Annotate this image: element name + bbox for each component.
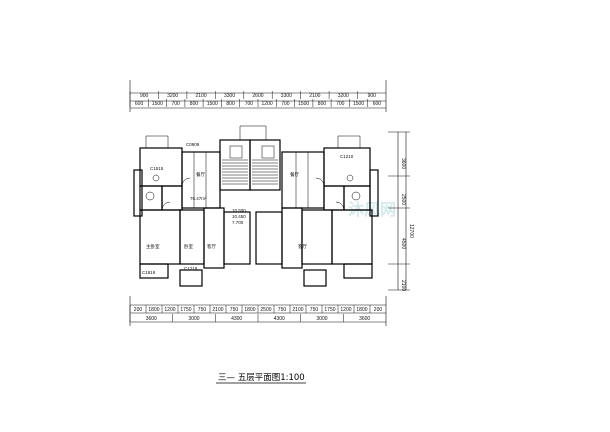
top-inner-dim-6: 700 <box>245 101 254 107</box>
bottom-inner-dim-14: 1800 <box>356 307 367 313</box>
label-center-level: 7.700 <box>232 220 244 225</box>
bottom-inner-dim-8: 2500 <box>260 307 271 313</box>
label-left-master-bed: 主卧室 <box>146 243 160 250</box>
drawing-caption: 三— 五层平面图1:100 <box>218 373 305 383</box>
top-inner-dim-11: 700 <box>336 101 345 107</box>
bottom-outer-dim-2: 4300 <box>231 316 242 322</box>
right-dimensions <box>388 131 410 291</box>
bottom-inner-dim-3: 1750 <box>180 307 191 313</box>
label-left-living: 客厅 <box>207 243 216 250</box>
top-inner-dim-13: 600 <box>373 101 382 107</box>
top-inner-dim-8: 700 <box>281 101 290 107</box>
label-center-area-2: 10.450 <box>232 214 246 219</box>
bottom-inner-dim-6: 750 <box>230 307 239 313</box>
top-outer-dim-3: 3300 <box>224 93 235 99</box>
label-left-window-c1219: C1219 <box>184 266 198 271</box>
top-inner-dim-10: 800 <box>318 101 327 107</box>
bottom-inner-dim-11: 750 <box>310 307 319 313</box>
top-inner-dim-3: 800 <box>190 101 199 107</box>
top-outer-dim-7: 3200 <box>338 93 349 99</box>
bottom-outer-dim-0: 3600 <box>146 316 157 322</box>
bottom-inner-dim-4: 750 <box>198 307 207 313</box>
right-dim-total: 12700 <box>408 224 414 238</box>
top-inner-dim-2: 700 <box>172 101 181 107</box>
bottom-inner-dim-9: 750 <box>278 307 287 313</box>
top-outer-dim-2: 2100 <box>196 93 207 99</box>
right-dim-2: 2500 <box>400 194 406 205</box>
bottom-outer-dim-5: 3600 <box>359 316 370 322</box>
top-outer-dim-1: 3200 <box>167 93 178 99</box>
label-right-living: 客厅 <box>298 243 307 250</box>
top-outer-dim-4: 2600 <box>252 93 263 99</box>
bottom-inner-dim-0: 200 <box>134 307 143 313</box>
label-left-dining: 餐厅 <box>196 171 205 178</box>
right-dim-3: 4500 <box>400 238 406 249</box>
top-outer-dim-0: 900 <box>140 93 149 99</box>
top-outer-dim-8: 900 <box>368 93 377 99</box>
top-inner-dim-12: 1500 <box>353 101 364 107</box>
label-left-area: 76.47m² <box>190 196 207 201</box>
top-inner-dim-7: 1200 <box>262 101 273 107</box>
label-left-window-c1515: C1515 <box>150 166 164 171</box>
bottom-inner-dim-1: 1800 <box>148 307 159 313</box>
label-left-window-c1819: C1819 <box>142 270 156 275</box>
top-outer-dim-6: 2100 <box>309 93 320 99</box>
right-dim-4: 2100 <box>400 280 406 291</box>
top-outer-dim-5: 3300 <box>281 93 292 99</box>
bottom-inner-dim-12: 1750 <box>324 307 335 313</box>
right-dim-1: 3600 <box>400 158 406 169</box>
bottom-outer-dim-4: 3000 <box>316 316 327 322</box>
top-inner-dim-5: 800 <box>226 101 235 107</box>
bottom-inner-dim-5: 2100 <box>212 307 223 313</box>
top-inner-dim-9: 1500 <box>298 101 309 107</box>
bottom-inner-dim-2: 1200 <box>164 307 175 313</box>
label-center-area-1: 10.500 <box>232 208 246 213</box>
bottom-inner-dim-13: 1200 <box>340 307 351 313</box>
interior-details <box>145 125 361 211</box>
bottom-inner-dim-15: 200 <box>374 307 383 313</box>
bottom-outer-dim-3: 4300 <box>274 316 285 322</box>
building-walls <box>133 139 379 287</box>
bottom-inner-dim-7: 1800 <box>244 307 255 313</box>
top-inner-dim-1: 1500 <box>152 101 163 107</box>
label-right-dining: 餐厅 <box>290 171 299 178</box>
bottom-inner-dim-10: 2100 <box>292 307 303 313</box>
label-left-window-c0909: C0909 <box>186 142 200 147</box>
bottom-outer-dim-1: 3000 <box>188 316 199 322</box>
label-right-window-c1210: C1210 <box>340 154 354 159</box>
top-inner-dim-4: 1500 <box>207 101 218 107</box>
top-inner-dim-0: 600 <box>135 101 144 107</box>
label-left-bed: 卧室 <box>184 243 193 250</box>
